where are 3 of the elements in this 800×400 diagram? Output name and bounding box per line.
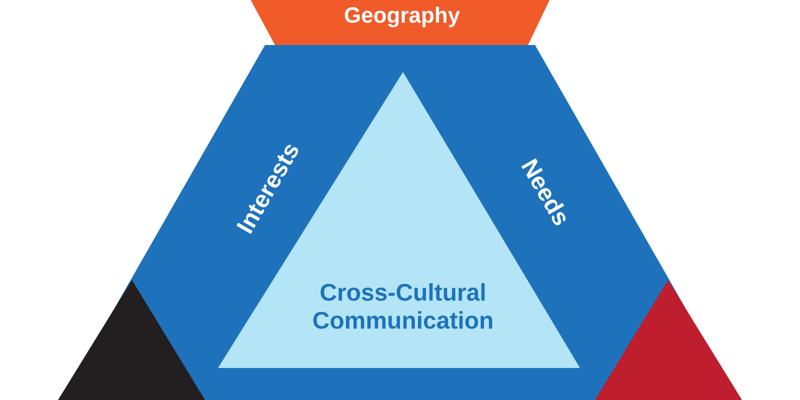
corner-triangle — [58, 280, 205, 400]
corner-triangle — [595, 280, 742, 400]
top-trapezoid: Geography — [248, 0, 552, 45]
